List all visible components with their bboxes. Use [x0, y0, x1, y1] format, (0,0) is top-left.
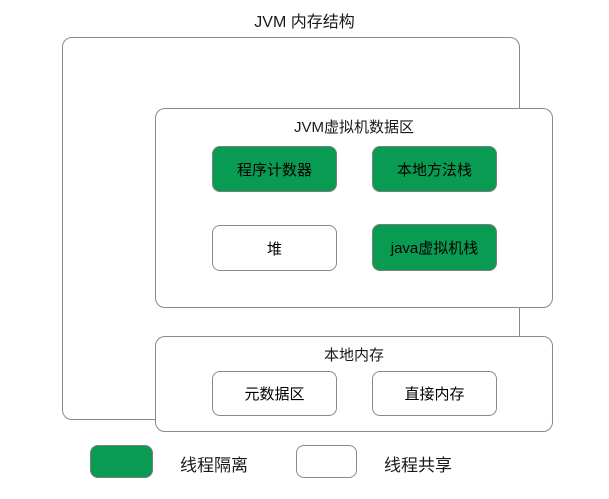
legend-label-thread-shared: 线程共享: [384, 456, 452, 475]
node-metaspace: 元数据区: [212, 371, 337, 416]
jvm-outer-container: JVM虚拟机数据区 程序计数器 本地方法栈 堆 java虚拟机栈 本地内存 元数…: [62, 37, 553, 432]
section-native-memory-title: 本地内存: [323, 347, 384, 364]
section-jvm-data-area-title: JVM虚拟机数据区: [293, 119, 414, 136]
legend-label-thread-isolated: 线程隔离: [180, 456, 248, 475]
section-native-memory: 本地内存 元数据区 直接内存: [155, 336, 553, 432]
diagram-title: JVM 内存结构: [254, 14, 355, 31]
node-java-vm-stack: java虚拟机栈: [372, 224, 497, 271]
node-direct-memory: 直接内存: [372, 371, 497, 416]
node-heap: 堆: [212, 225, 337, 271]
node-native-method-stack: 本地方法栈: [372, 146, 497, 192]
node-program-counter: 程序计数器: [212, 146, 337, 192]
legend-swatch-thread-shared: [296, 445, 357, 478]
legend-swatch-thread-isolated: [90, 445, 153, 478]
legend: 线程隔离 线程共享: [0, 440, 609, 485]
section-jvm-data-area: JVM虚拟机数据区 程序计数器 本地方法栈 堆 java虚拟机栈: [155, 108, 553, 308]
